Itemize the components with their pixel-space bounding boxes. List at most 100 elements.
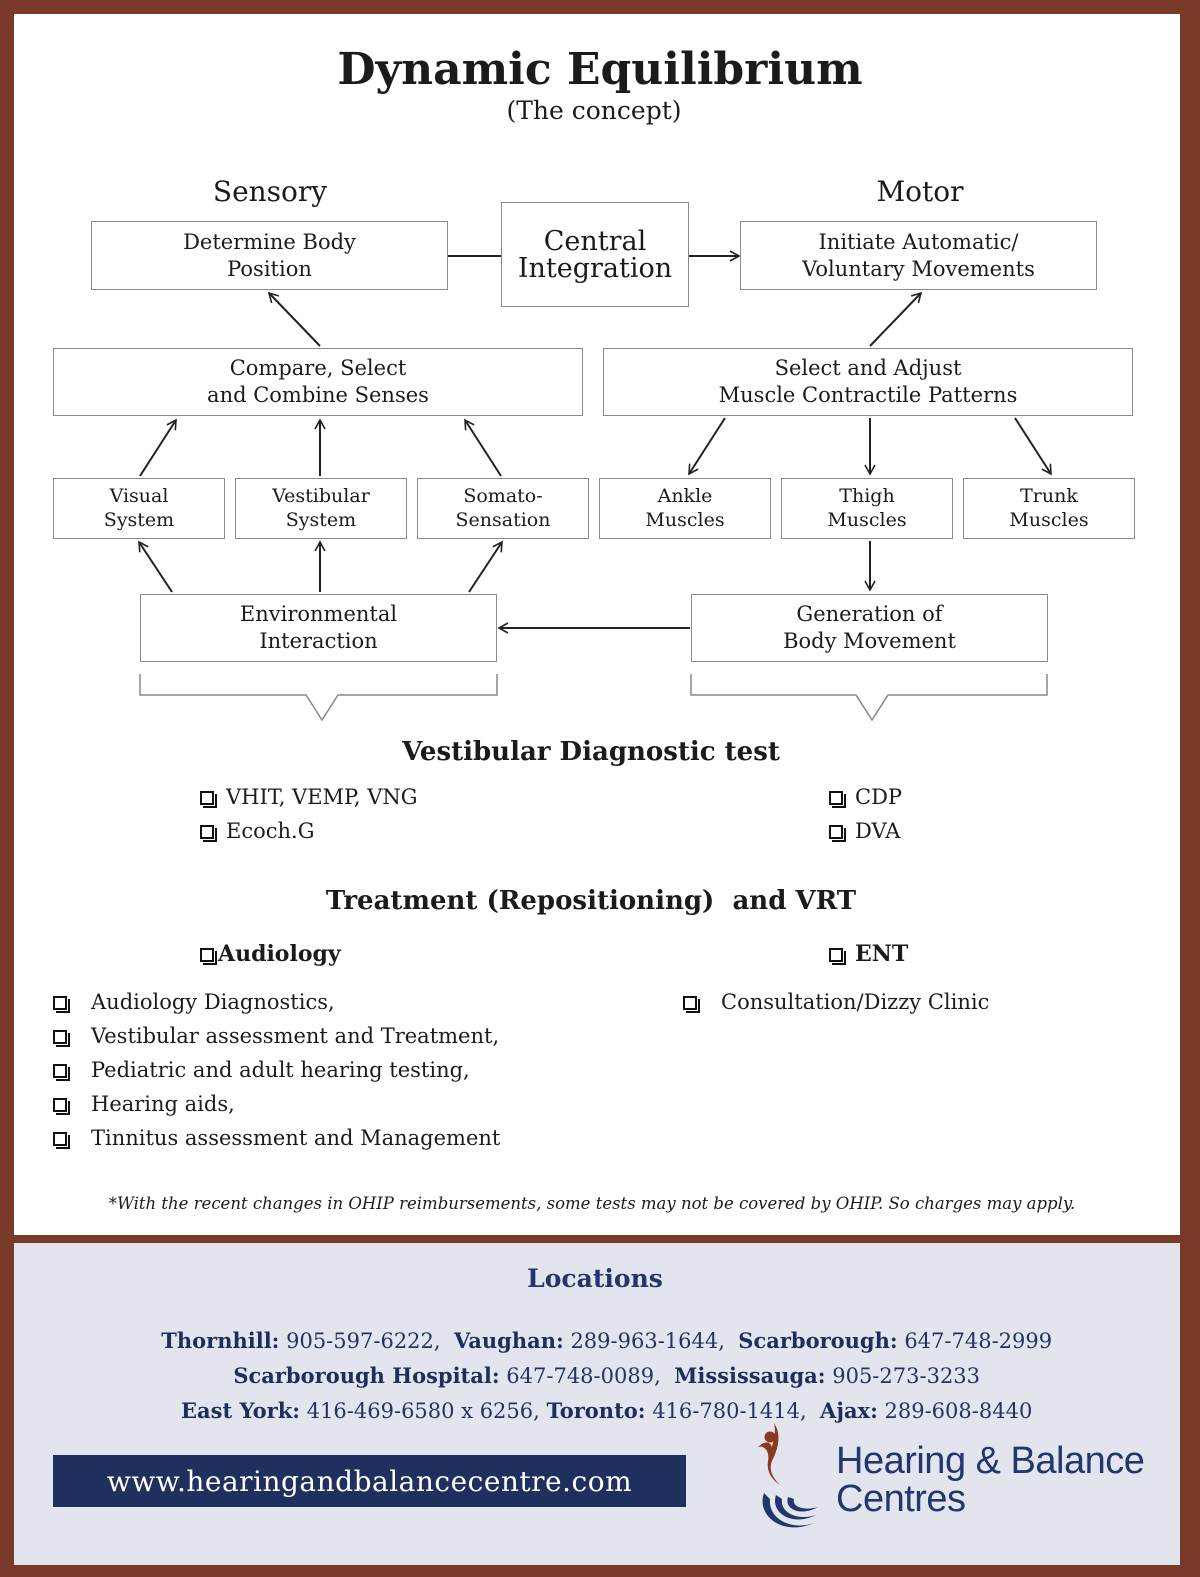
environment-line2: Interaction [259,629,378,653]
arrow-compare-determine [267,291,321,347]
audiology-item: Audiology Diagnostics, [53,990,335,1014]
audiology-item-label: Audiology Diagnostics, [91,990,335,1014]
determine-line2: Position [227,256,312,281]
sensory-brace [139,674,498,722]
location-name: Scarborough Hospital: [233,1363,500,1388]
locations-line-3: East York: 416-469-6580 x 6256, Toronto:… [0,1374,1200,1423]
trunk-line2: Muscles [1009,508,1089,531]
ent-label-text: ENT [855,941,909,967]
checkbox-icon [200,948,217,965]
checkbox-icon [53,1132,70,1149]
diagnostic-item: CDP [829,785,902,809]
location-phone: 647-748-2999 [897,1329,1053,1353]
ent-label: ENT [829,941,908,967]
environment-line1: Environmental [239,602,398,627]
locations-line-1: Thornhill: 905-597-6222, Vaughan: 289-96… [0,1304,1200,1353]
generation-line1: Generation of [796,602,943,627]
vestibular-line1: Vestibular [272,484,370,507]
checkbox-icon [200,791,217,808]
location-name: Ajax: [820,1398,878,1423]
checkbox-icon [829,825,846,842]
generation-line2: Body Movement [783,629,956,653]
initiate-line2: Voluntary Movements [802,256,1035,281]
diagnostic-item-label: Ecoch.G [226,819,315,843]
audiology-label: Audiology [200,941,341,967]
checkbox-icon [53,1064,70,1081]
arrow-select-trunk [1014,417,1052,476]
location-name: Scarborough: [738,1328,898,1353]
ent-item: Consultation/Dizzy Clinic [683,990,989,1014]
central-line2: Integration [517,252,673,284]
visual-line2: System [103,508,175,531]
brand-line2: Centres [836,1478,966,1520]
page-subtitle: (The concept) [506,96,682,125]
visual-line1: Visual [109,484,169,507]
arrow-environment-somato [468,540,503,593]
brand-line1: Hearing & Balance [836,1440,1145,1482]
arrow-select-ankle [688,417,726,476]
audiology-item-label: Tinnitus assessment and Management [91,1126,501,1150]
diagnostic-item-label: CDP [855,785,903,809]
diagnostic-heading: Vestibular Diagnostic test [402,737,780,767]
vestibular-line2: System [285,508,357,531]
website-link[interactable]: www.hearingandbalancecentre.com [53,1455,686,1507]
location-phone: 289-963-1644, [563,1329,739,1353]
somato-sensation-box: Somato-Sensation [417,478,589,539]
location-phone: 905-597-6222, [279,1329,454,1353]
checkbox-icon [200,825,217,842]
audiology-label-text: Audiology [218,941,341,967]
select-line2: Muscle Contractile Patterns [718,383,1018,407]
ankle-line2: Muscles [645,508,725,531]
location-name: Toronto: [546,1398,646,1423]
location-phone: 289-608-8440 [877,1399,1033,1423]
checkbox-icon [829,948,846,965]
location-phone: 416-469-6580 x 6256, [300,1399,547,1423]
select-line1: Select and Adjust [774,356,962,381]
location-name: Thornhill: [161,1328,280,1353]
audiology-item: Hearing aids, [53,1092,235,1116]
audiology-item: Pediatric and adult hearing testing, [53,1058,470,1082]
locations-line-2: Scarborough Hospital: 647-748-0089, Miss… [0,1339,1200,1388]
somato-line1: Somato- [463,484,543,507]
diagram-connectors [138,250,1052,722]
thigh-line2: Muscles [827,508,907,531]
location-phone: 416-780-1414, [645,1399,821,1423]
central-line1: Central [543,225,647,257]
audiology-item-label: Pediatric and adult hearing testing, [91,1058,470,1082]
ohip-note: *With the recent changes in OHIP reimbur… [108,1194,1076,1213]
location-phone: 647-748-0089, [499,1364,675,1388]
diagnostic-item: VHIT, VEMP, VNG [200,785,418,809]
location-name: East York: [181,1398,301,1423]
determine-line1: Determine Body [183,229,356,254]
initiate-movements-box: Initiate Automatic/Voluntary Movements [740,221,1097,290]
checkbox-icon [53,996,70,1013]
checkbox-icon [53,1098,70,1115]
checkbox-icon [53,1030,70,1047]
compare-line2: and Combine Senses [207,383,429,407]
sensory-label: Sensory [212,175,328,208]
arrow-visual-compare [139,418,177,477]
motor-label: Motor [876,175,964,208]
trunk-line1: Trunk [1020,484,1078,507]
thigh-line1: Thigh [839,484,895,507]
brand-logo-icon [758,1423,818,1528]
diagnostic-item: Ecoch.G [200,819,314,843]
audiology-item-label: Hearing aids, [91,1092,235,1116]
location-name: Mississauga: [674,1363,826,1388]
motor-brace [690,674,1048,722]
ent-item-label: Consultation/Dizzy Clinic [721,990,990,1014]
audiology-item: Tinnitus assessment and Management [53,1126,500,1150]
audiology-item: Vestibular assessment and Treatment, [53,1024,499,1048]
checkbox-icon [683,996,700,1013]
arrow-somato-compare [464,418,502,477]
compare-line1: Compare, Select [229,356,407,381]
